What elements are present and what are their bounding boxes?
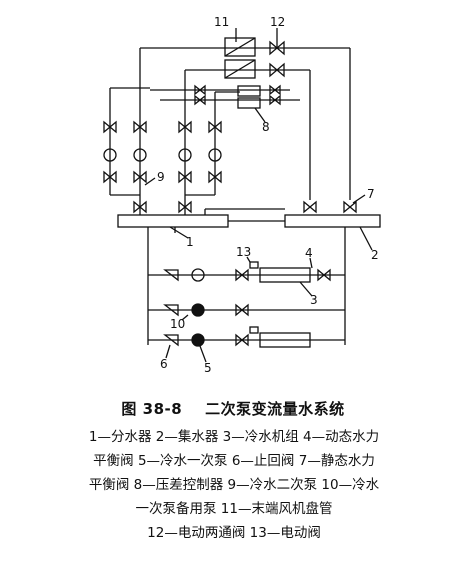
label-9: 9 (157, 170, 165, 184)
fan-coil-2 (224, 59, 256, 79)
legend-line: 平衡阀 5—冷水一次泵 6—止回阀 7—静态水力 (93, 453, 375, 469)
label-11: 11 (214, 15, 229, 29)
water-distributor (117, 214, 229, 228)
legend-line: 1—分水器 2—集水器 3—冷水机组 4—动态水力 (88, 429, 380, 445)
chiller-2 (259, 332, 311, 348)
label-12: 12 (270, 15, 285, 29)
label-4: 4 (305, 246, 313, 260)
figure-number: 图 38-8 (121, 400, 183, 418)
label-10: 10 (170, 317, 185, 331)
legend-line: 12—电动两通阀 13—电动阀 (147, 525, 321, 541)
legend-line: 平衡阀 8—压差控制器 9—冷水二次泵 10—冷水 (88, 477, 380, 493)
label-5: 5 (204, 361, 212, 375)
system-diagram: 11 12 8 9 7 1 2 13 4 3 10 6 5 (103, 15, 381, 375)
chiller-1 (259, 267, 311, 283)
figure-caption: 图 38-8 二次泵变流量水系统 (0, 398, 466, 419)
fan-coil-1 (224, 37, 256, 57)
label-7: 7 (367, 187, 375, 201)
legend-line: 一次泵备用泵 11—末端风机盘管 (135, 501, 333, 517)
label-8: 8 (262, 120, 270, 134)
label-13: 13 (236, 245, 251, 259)
label-6: 6 (160, 357, 168, 371)
legend: 1—分水器 2—集水器 3—冷水机组 4—动态水力 平衡阀 5—冷水一次泵 6—… (8, 425, 460, 545)
label-3: 3 (310, 293, 318, 307)
water-collector (284, 214, 381, 228)
figure-title: 二次泵变流量水系统 (205, 400, 345, 418)
label-1: 1 (186, 235, 194, 249)
label-2: 2 (371, 248, 379, 262)
